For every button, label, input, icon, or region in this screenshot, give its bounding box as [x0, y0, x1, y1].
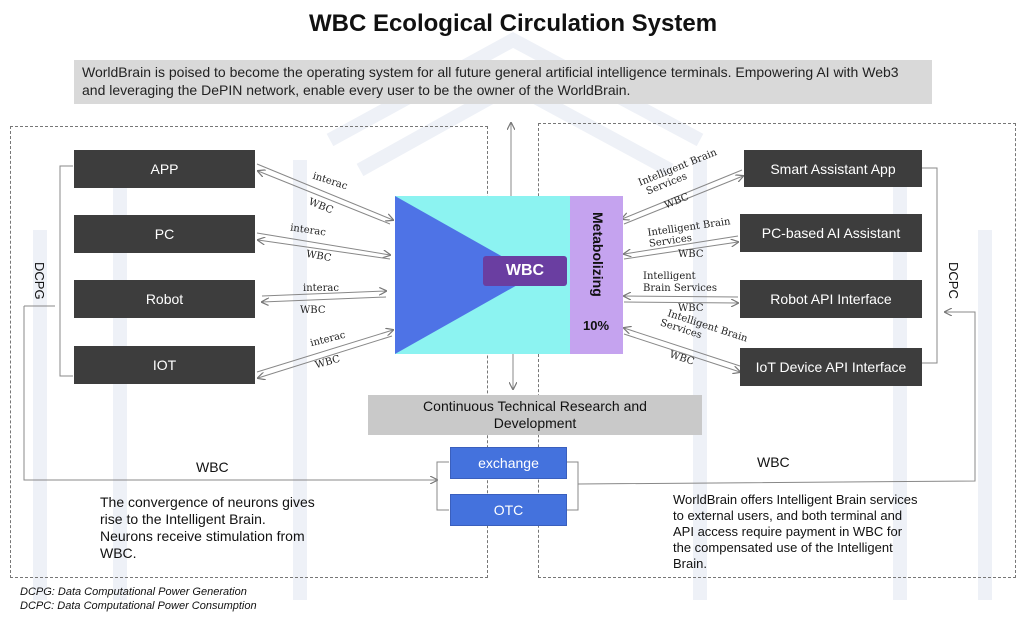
dcpg-label: DCPG — [32, 262, 47, 300]
device-app: APP — [74, 150, 255, 188]
arrow-label-wbc-r2: WBC — [678, 249, 704, 260]
arrow-label-services-3-l1: Intelligent — [643, 271, 696, 282]
device-pc: PC — [74, 215, 255, 253]
exchange-box: exchange — [450, 447, 567, 479]
flow-label-right: WBC — [757, 454, 790, 470]
left-note: The convergence of neurons gives rise to… — [100, 494, 315, 561]
metabolizing-label: Metabolizing — [590, 212, 606, 297]
device-iot: IOT — [74, 346, 255, 384]
dcpc-label: DCPC — [946, 262, 961, 299]
right-note: WorldBrain offers Intelligent Brain serv… — [673, 492, 918, 571]
intro-banner: WorldBrain is poised to become the opera… — [74, 60, 932, 104]
arrow-label-wbc-r3: WBC — [678, 303, 704, 314]
wbc-badge: WBC — [483, 256, 567, 286]
service-pc-ai-assistant: PC-based AI Assistant — [740, 214, 922, 252]
footnote-dcpc: DCPC: Data Computational Power Consumpti… — [20, 600, 257, 612]
arrow-label-services-3: Intelligent Brain Services — [643, 271, 717, 295]
research-box: Continuous Technical Research and Develo… — [368, 395, 702, 435]
service-robot-api: Robot API Interface — [740, 280, 922, 318]
flow-label-left: WBC — [196, 459, 229, 475]
service-smart-assistant-app: Smart Assistant App — [744, 150, 922, 187]
metabolizing-panel — [570, 196, 623, 354]
otc-box: OTC — [450, 494, 567, 526]
service-iot-api: IoT Device API Interface — [740, 348, 922, 386]
arrow-label-interac-3: interac — [303, 283, 339, 294]
device-robot: Robot — [74, 280, 255, 318]
footnote-dcpg: DCPG: Data Computational Power Generatio… — [20, 586, 247, 598]
arrow-label-wbc-3: WBC — [300, 305, 326, 316]
metabolizing-percent: 10% — [583, 318, 610, 333]
page-title: WBC Ecological Circulation System — [308, 10, 718, 37]
arrow-label-services-3-l2: Brain Services — [643, 283, 717, 294]
